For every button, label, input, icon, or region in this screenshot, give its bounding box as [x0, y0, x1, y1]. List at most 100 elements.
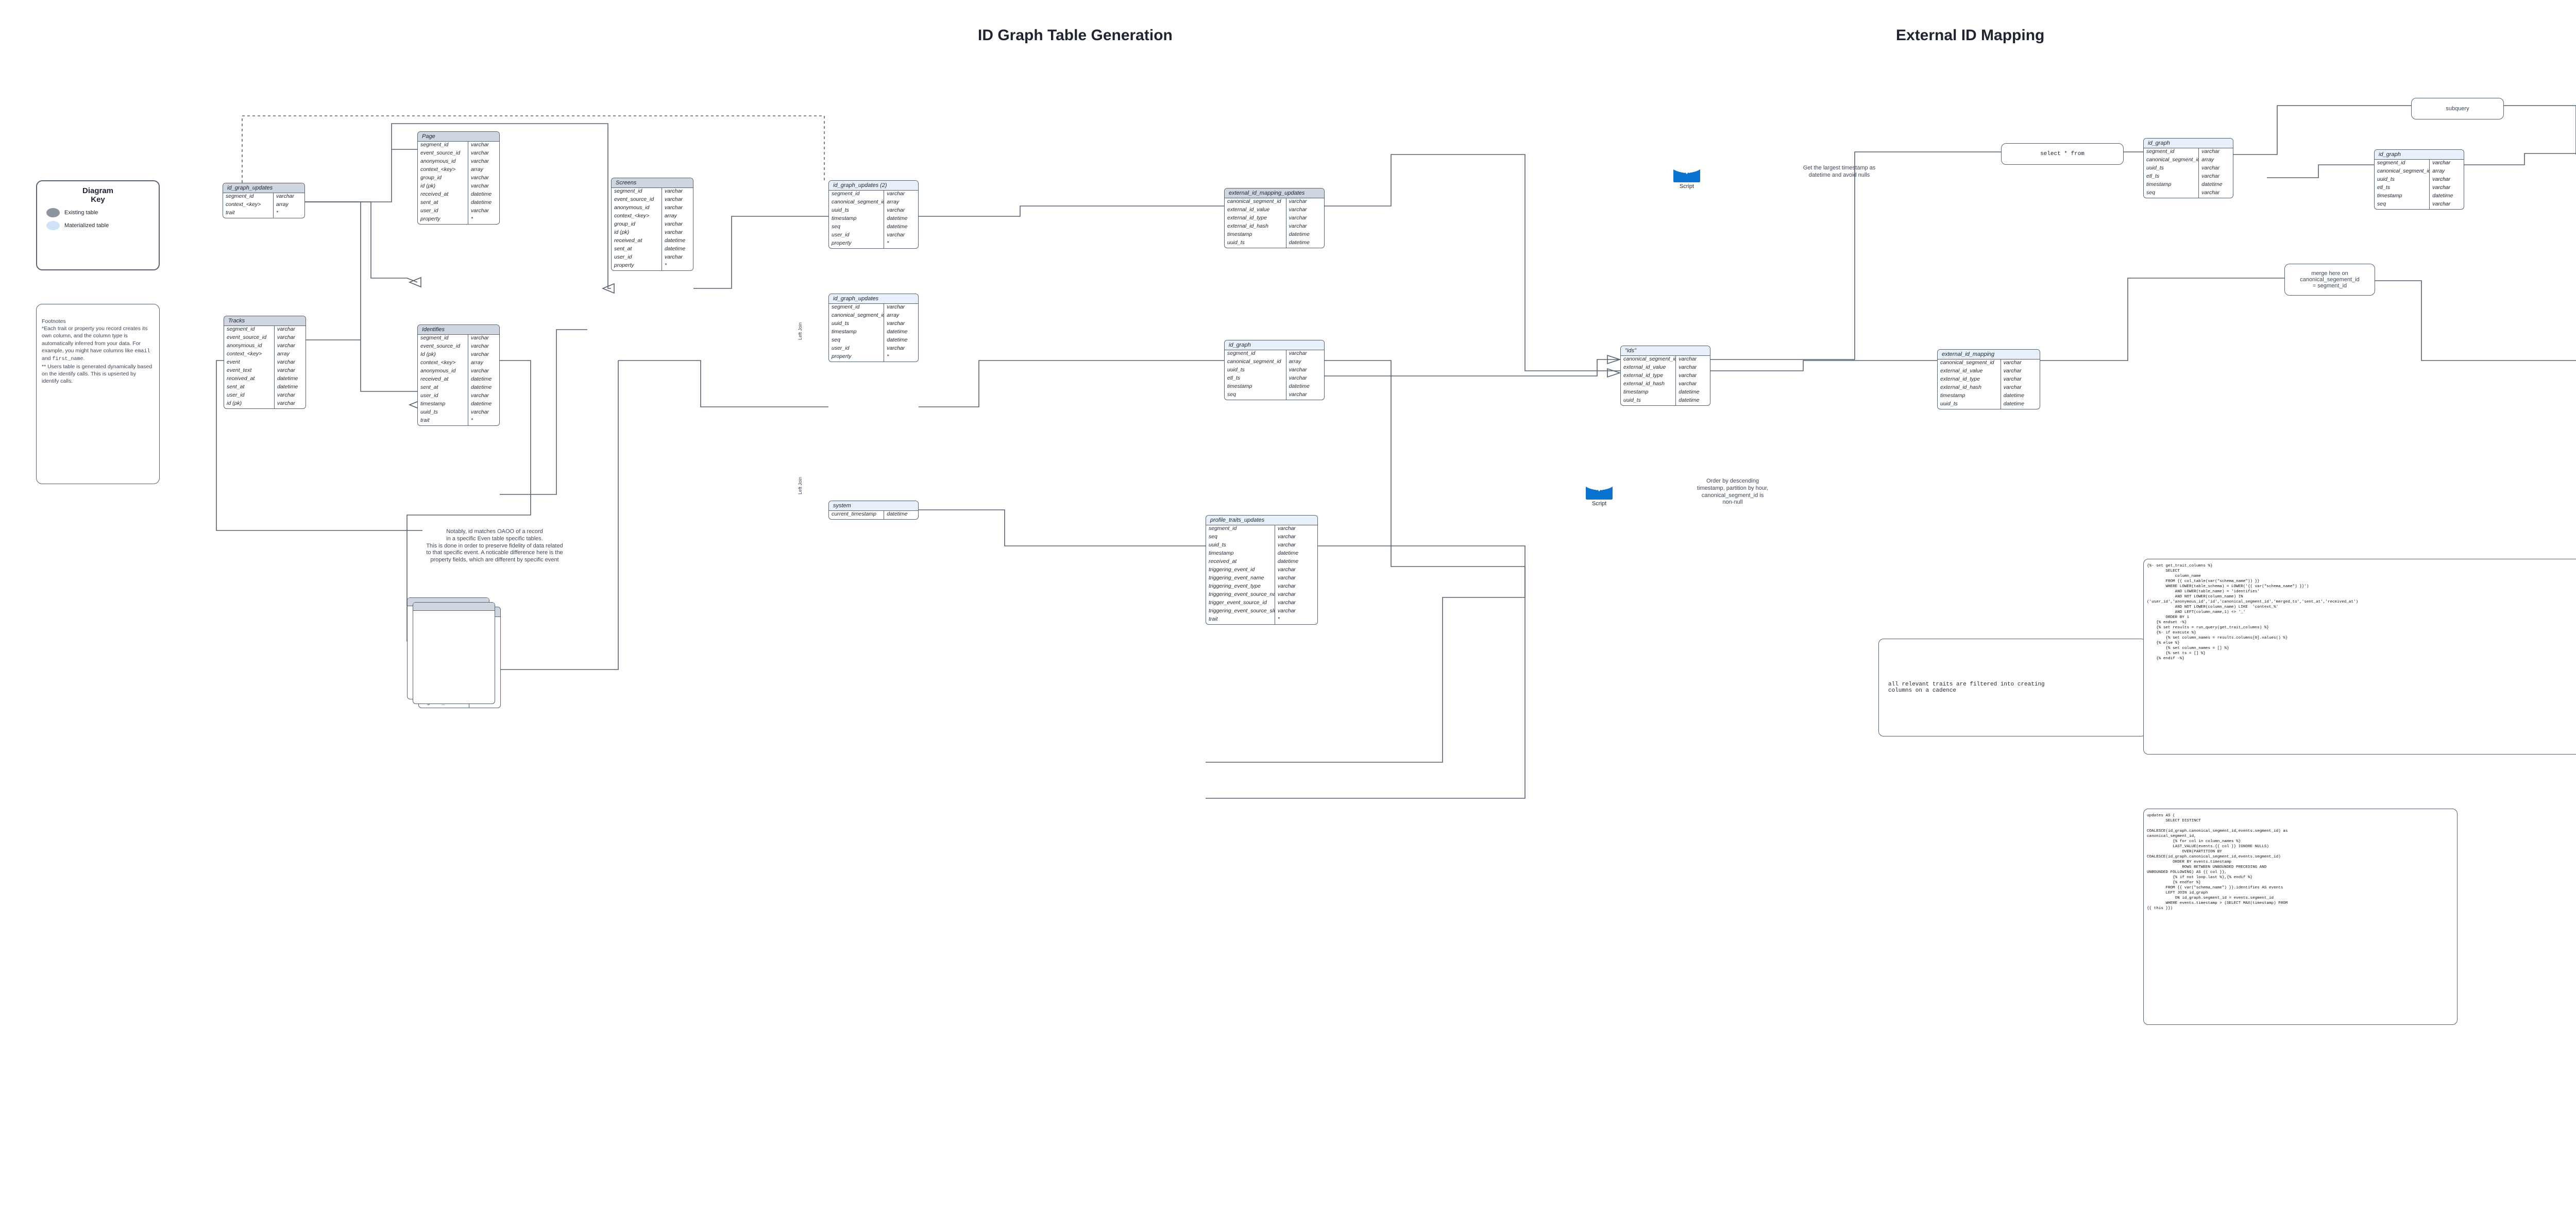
script-order-by-desc: ⚙ Script: [1586, 473, 1613, 507]
column-name: anonymous_id: [418, 368, 468, 376]
column-name: user_id: [224, 392, 275, 400]
column-name: context_<key>: [223, 201, 274, 210]
identifies-annotation: Notably, id matches OAOO of a record in …: [426, 528, 563, 563]
column-name: canonical_segment_id: [1225, 198, 1286, 207]
column-name: triggering_event_source_slug: [1206, 608, 1275, 616]
column-type: datetime: [664, 237, 686, 244]
column-name: segment_id: [1225, 350, 1286, 358]
column-name: group_id: [612, 221, 662, 229]
column-name: segment_id: [2144, 148, 2199, 157]
column-type: *: [276, 210, 279, 216]
column-type: varchar: [276, 193, 294, 199]
column-name: segment_id: [418, 335, 468, 343]
er-table-title-identifies: Identifies: [418, 325, 499, 335]
column-name: segment_id: [1206, 525, 1275, 534]
column-type: datetime: [470, 384, 492, 390]
column-type: varchar: [2003, 376, 2022, 382]
column-type: varchar: [1277, 575, 1296, 581]
column-name: timestamp: [418, 401, 468, 409]
column-type: varchar: [664, 204, 683, 211]
table-row: context_<key>array: [223, 201, 304, 210]
column-type: varchar: [664, 221, 683, 227]
column-name: uuid_ts: [1225, 367, 1286, 375]
column-name: external_id_hash: [1621, 381, 1676, 389]
event-tables-stack-bar-mid: [413, 603, 495, 611]
column-name: etl_ts: [2144, 173, 2199, 181]
subquery-note: subquery: [2411, 98, 2504, 119]
column-type: varchar: [1289, 367, 1307, 373]
column-type: datetime: [2003, 392, 2025, 399]
column-type: varchar: [470, 208, 489, 214]
column-type: varchar: [2432, 176, 2451, 182]
column-type: varchar: [887, 304, 905, 310]
existing-table-label: Existing table: [64, 209, 98, 216]
column-type: varchar: [664, 229, 683, 235]
column-type: varchar: [1277, 542, 1296, 548]
column-name: received_at: [418, 191, 468, 199]
column-name: user_id: [829, 232, 885, 240]
column-type: datetime: [887, 329, 908, 335]
column-name: anonymous_id: [418, 158, 468, 166]
column-name: etl_ts: [2375, 184, 2430, 193]
column-type: varchar: [887, 320, 905, 327]
column-name: trait: [1206, 616, 1275, 624]
column-name: trait: [418, 417, 468, 425]
column-name: seq: [829, 337, 885, 345]
column-type: datetime: [1277, 550, 1299, 556]
column-type: *: [470, 216, 473, 222]
column-type: varchar: [2201, 173, 2220, 179]
er-table-title-id_graph_right_of_select: id_graph: [2144, 139, 2233, 148]
column-type: datetime: [1679, 397, 1700, 403]
column-type: array: [664, 213, 677, 219]
column-name: uuid_ts: [1206, 542, 1275, 550]
column-type: array: [2432, 168, 2445, 174]
column-name: timestamp: [829, 329, 885, 337]
column-type: varchar: [887, 207, 905, 213]
column-name: event_source_id: [612, 196, 662, 204]
column-type: varchar: [470, 142, 489, 148]
script-label-2: Script: [1591, 501, 1607, 507]
